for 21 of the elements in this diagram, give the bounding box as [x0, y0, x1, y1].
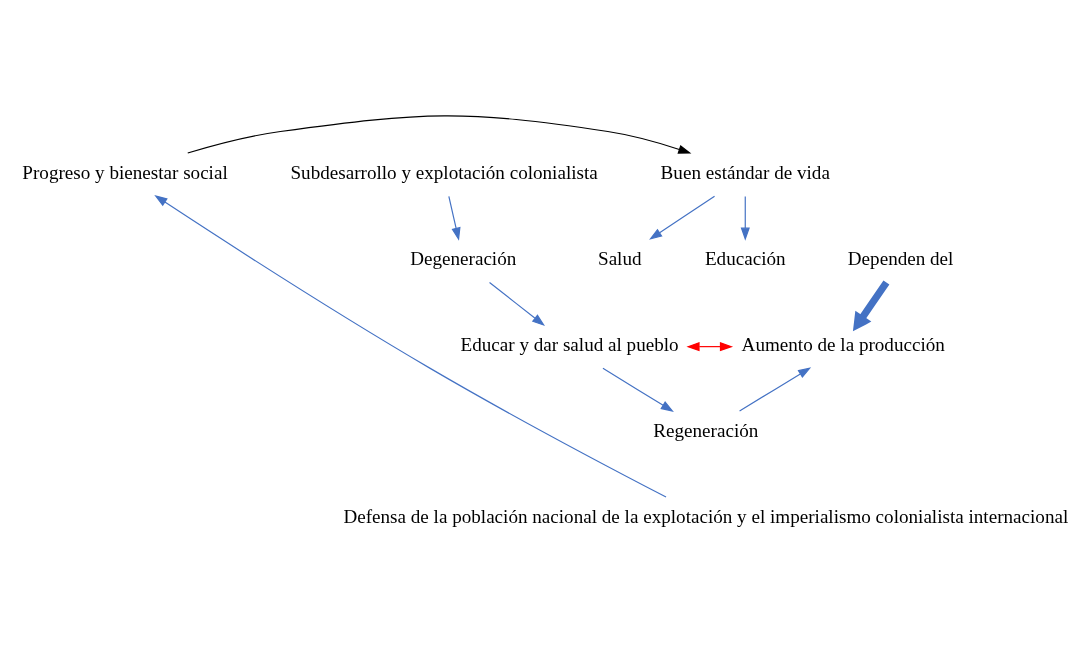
node-text: Regeneración — [653, 420, 759, 442]
node-text: Aumento de la producción — [741, 334, 945, 356]
arrow — [852, 280, 890, 332]
node-text: Educación — [704, 248, 786, 270]
arrow — [448, 195, 461, 241]
arrow — [738, 367, 812, 412]
arrow — [740, 195, 750, 241]
arrow — [649, 195, 716, 240]
node-text: Subdesarrollo y explotación colonialista — [290, 162, 598, 184]
node-text: Degeneración — [410, 248, 517, 270]
arrow — [686, 342, 734, 352]
arrow — [154, 195, 667, 498]
node-text: Dependen del — [847, 248, 954, 270]
node-text: Progreso y bienestar social — [22, 162, 228, 184]
node-text: Salud — [598, 248, 642, 270]
node-text: Educar y dar salud al pueblo — [460, 334, 679, 356]
arrow — [602, 367, 674, 412]
node-text: Defensa de la población nacional de la explotación y el imperialismo colonialista internacional — [343, 506, 1069, 528]
arrow — [488, 281, 545, 327]
node-text: Buen estándar de vida — [660, 162, 830, 184]
arrow — [187, 115, 692, 154]
